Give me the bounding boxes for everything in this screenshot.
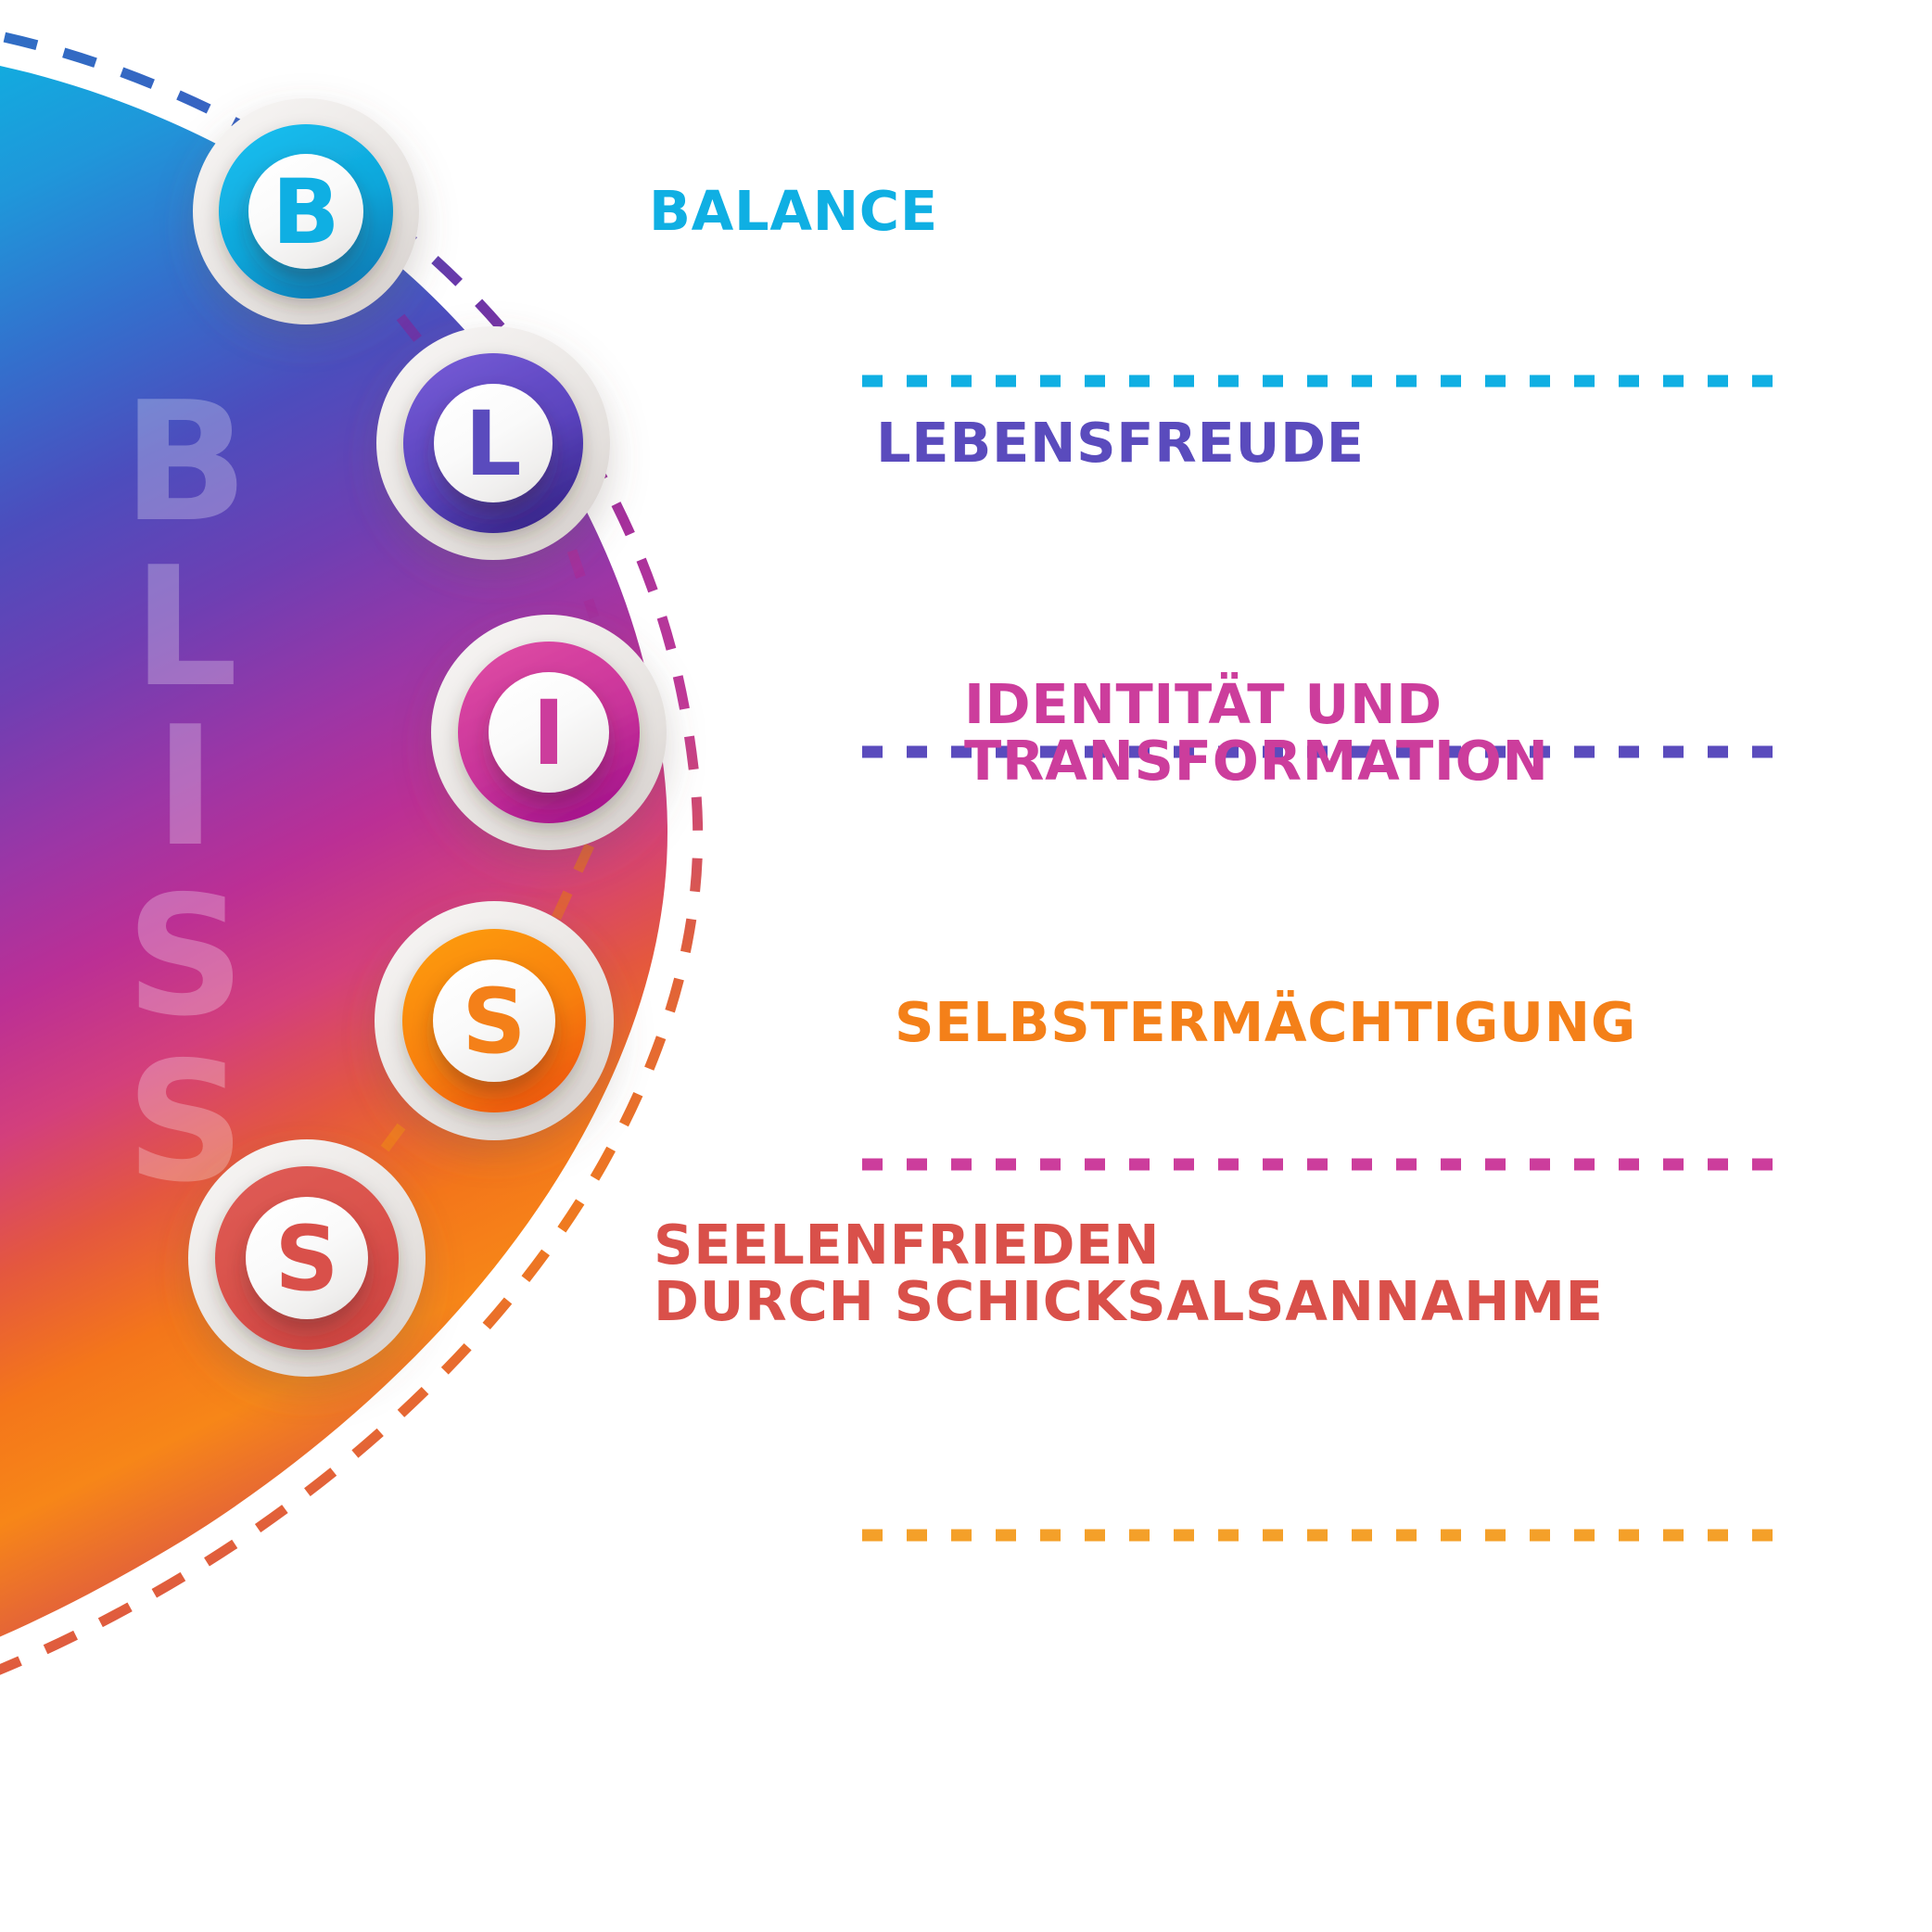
ghost-letter-i: I (155, 691, 216, 883)
ghost-letter-b: B (122, 366, 248, 558)
label-dividers (862, 375, 1785, 1542)
label-seelenfrieden: SEELENFRIEDEN DURCH SCHICKSALSANNAHME (654, 1212, 1604, 1333)
node-seelenfrieden-letter: S (274, 1207, 338, 1311)
connector-i-s1 (552, 843, 594, 921)
node-connectors (364, 313, 600, 1174)
label-lebensfreude: LEBENSFREUDE (876, 411, 1365, 476)
connector-l-i (566, 549, 600, 619)
node-seelenfrieden[interactable]: S (188, 1139, 426, 1377)
node-lebensfreude-disc (434, 384, 553, 502)
node-lebensfreude-letter: L (464, 392, 521, 496)
connector-b-l (396, 313, 440, 365)
node-selbstermaechtigung-disc (433, 960, 555, 1082)
node-selbstermaechtigung-letter: S (462, 970, 526, 1074)
node-identitaet-disc (489, 672, 609, 793)
node-balance[interactable]: B (193, 98, 419, 324)
connector-s1-s2 (364, 1123, 406, 1174)
node-balance-letter: B (272, 160, 339, 264)
label-identitaet-transformation: IDENTITÄT UND TRANSFORMATION (964, 671, 1549, 793)
node-identitaet-letter: I (532, 681, 566, 785)
ghost-letter-l: L (133, 531, 237, 723)
label-selbstermaechtigung: SELBSTERMÄCHTIGUNG (895, 990, 1636, 1055)
node-lebensfreude[interactable]: L (376, 326, 610, 560)
node-selbstermaechtigung[interactable]: S (375, 901, 614, 1140)
ghost-letter-s1: S (126, 860, 245, 1052)
label-balance: BALANCE (649, 179, 938, 244)
node-identitaet[interactable]: I (431, 615, 667, 850)
ghost-acronym: B L I S S (122, 366, 248, 1218)
node-seelenfrieden-disc (246, 1197, 368, 1319)
node-balance-disc (248, 154, 363, 269)
